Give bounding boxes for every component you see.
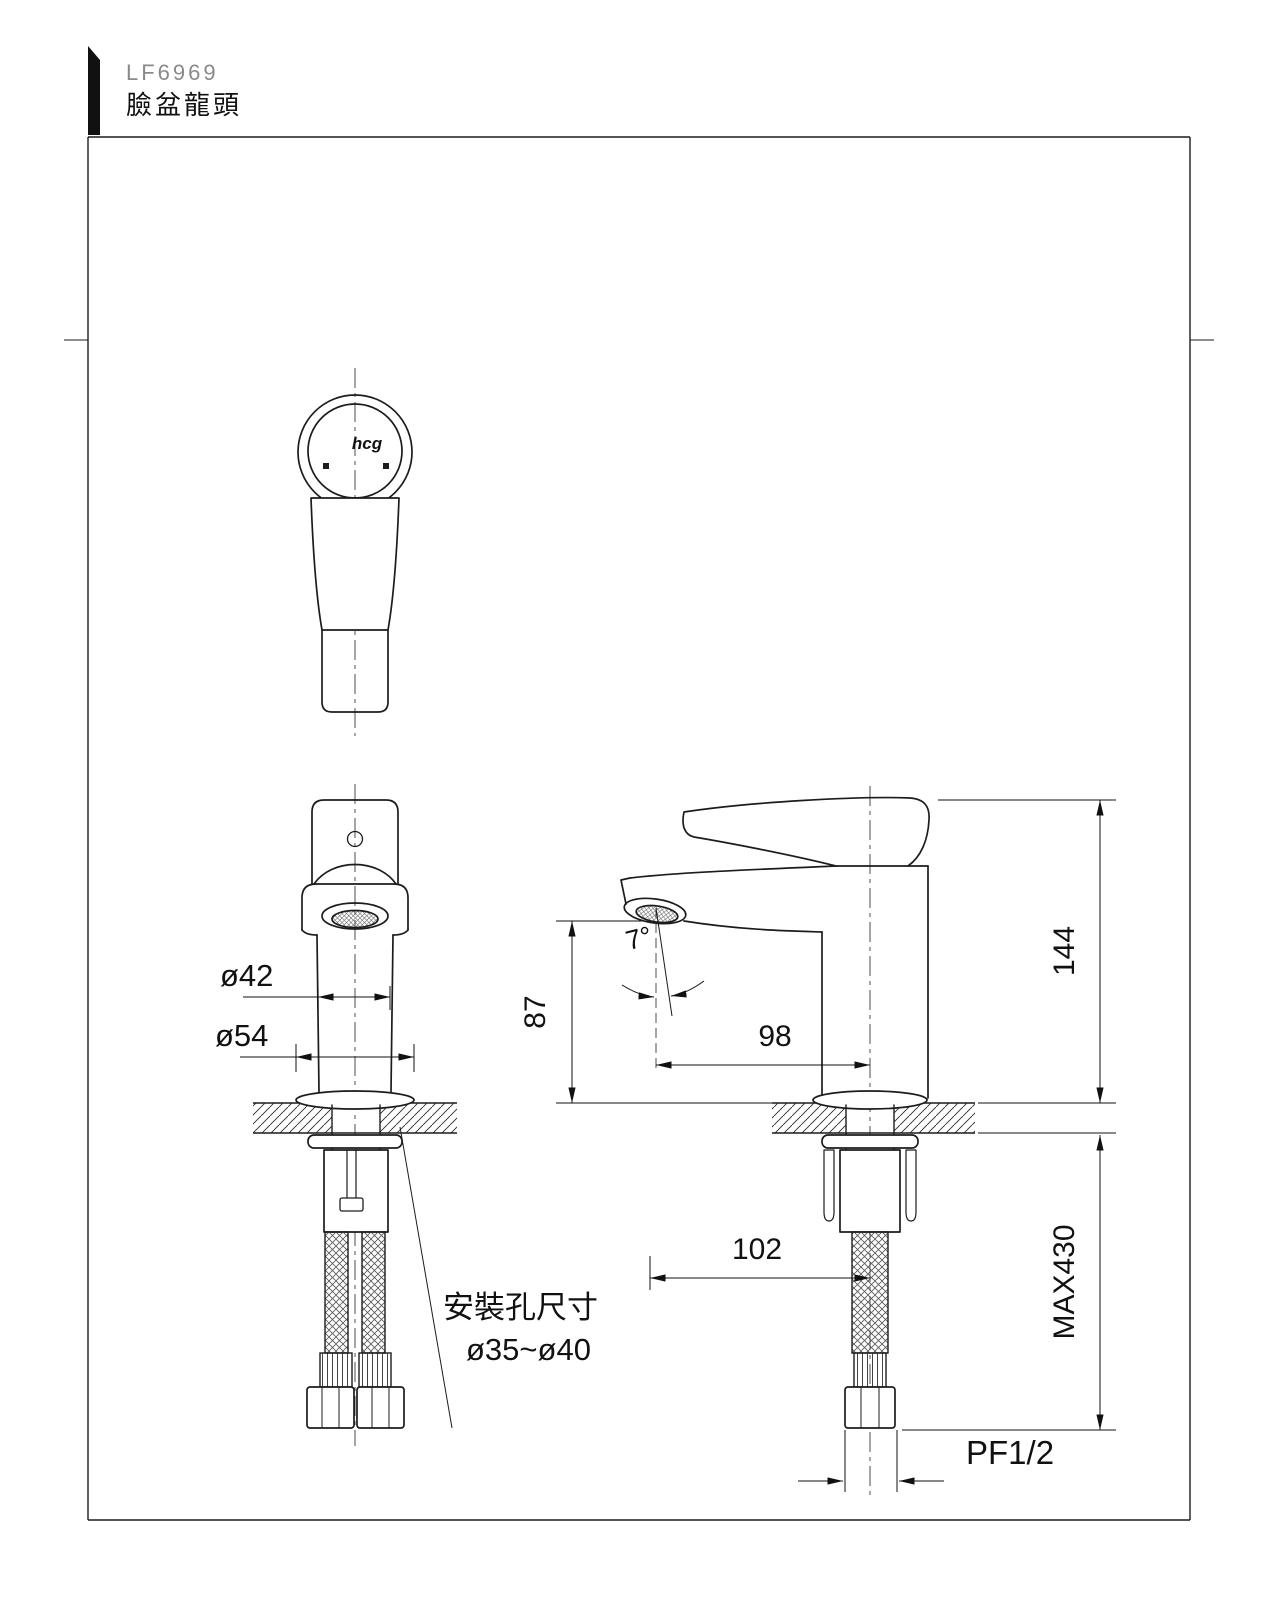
dim-label-spout-angle: 7° (623, 921, 655, 956)
faucet-body-lower (321, 629, 389, 713)
aerator-axis-tilted (655, 907, 673, 1017)
hose-right (361, 1231, 386, 1354)
base-flange (812, 1090, 928, 1110)
hose-nut (844, 1386, 896, 1429)
spout-shoulder (301, 883, 409, 931)
spout-bottom (683, 920, 823, 933)
brand-logo: hcg (352, 434, 383, 453)
dimensions: ø42 ø54 87 7° 98 144 (215, 799, 1116, 1492)
leader-line (399, 1126, 453, 1429)
aerator-outer (623, 897, 687, 925)
shoulder-fillets (301, 929, 409, 936)
dim-total-height: 144 (938, 799, 1116, 1104)
dim-label-body-diameter: ø42 (220, 958, 273, 993)
frame-border (87, 136, 1191, 1521)
dim-label-total-height: 144 (1048, 926, 1081, 976)
aerator-outer (321, 902, 389, 930)
mounting-bolt-left (823, 1149, 835, 1222)
dim-spout-reach: 98 (656, 1020, 870, 1069)
aerator-mesh (331, 909, 379, 929)
dim-base-diameter: ø54 (215, 1018, 415, 1072)
hose-sleeve-right (358, 1352, 392, 1388)
faucet-body-upper (310, 497, 400, 631)
indicator-dot-left (323, 463, 329, 469)
spout-top (620, 865, 837, 905)
front-top-view: hcg (297, 368, 413, 736)
note-range: ø35~ø40 (466, 1332, 591, 1367)
body-edges (821, 865, 929, 1099)
counter-hatch-right (894, 1103, 975, 1133)
dim-max-hose-length: MAX430 (902, 1132, 1116, 1431)
hose-left (324, 1231, 349, 1354)
hose-nut-left (306, 1386, 355, 1429)
hose-sleeve (853, 1352, 887, 1388)
sheet-frame (64, 46, 1214, 1521)
front-view (253, 784, 457, 1446)
body-column (316, 934, 394, 1093)
hose-sleeve-left (319, 1352, 353, 1388)
bolt-head (339, 1197, 364, 1212)
mounting-hole-note: 安裝孔尺寸 ø35~ø40 (399, 1126, 598, 1429)
side-view (620, 786, 975, 1500)
product-name: 臉盆龍頭 (126, 90, 242, 120)
dim-label-supply-offset: 102 (732, 1233, 782, 1266)
dim-label-base-diameter: ø54 (215, 1018, 268, 1053)
counter-hatch-left (253, 1103, 332, 1133)
dim-label-thread-size: PF1/2 (966, 1434, 1054, 1471)
dim-outlet-height: 87 (519, 920, 772, 1104)
handle-skirt (313, 863, 397, 885)
title-block: LF6969 臉盆龍頭 (126, 60, 242, 120)
hose (851, 1231, 889, 1354)
handle-lever (682, 796, 930, 867)
base-flange (295, 1090, 415, 1110)
mounting-block (839, 1149, 901, 1233)
dim-spout-angle: 7° (621, 907, 705, 1072)
handle (311, 799, 399, 885)
model-number: LF6969 (126, 60, 219, 85)
mounting-bolt-right (905, 1149, 917, 1222)
dim-supply-offset: 102 (649, 1233, 870, 1290)
indicator-dot-right (383, 463, 389, 469)
dim-label-outlet-height: 87 (519, 995, 552, 1028)
hose-nut-right (356, 1386, 405, 1429)
dim-body-diameter: ø42 (220, 958, 391, 1010)
gasket (821, 1134, 919, 1149)
note-title: 安裝孔尺寸 (443, 1290, 598, 1325)
handle-screw-hole (346, 830, 364, 848)
dim-thread-size: PF1/2 (798, 1430, 1054, 1492)
dim-label-max-hose-length: MAX430 (1048, 1224, 1081, 1339)
counter-hatch-right (380, 1103, 457, 1133)
dim-label-spout-reach: 98 (758, 1020, 791, 1053)
mounting-bolt (346, 1150, 357, 1198)
counter-hatch-left (772, 1103, 846, 1133)
gasket (307, 1134, 403, 1149)
title-block-bar (88, 46, 100, 135)
